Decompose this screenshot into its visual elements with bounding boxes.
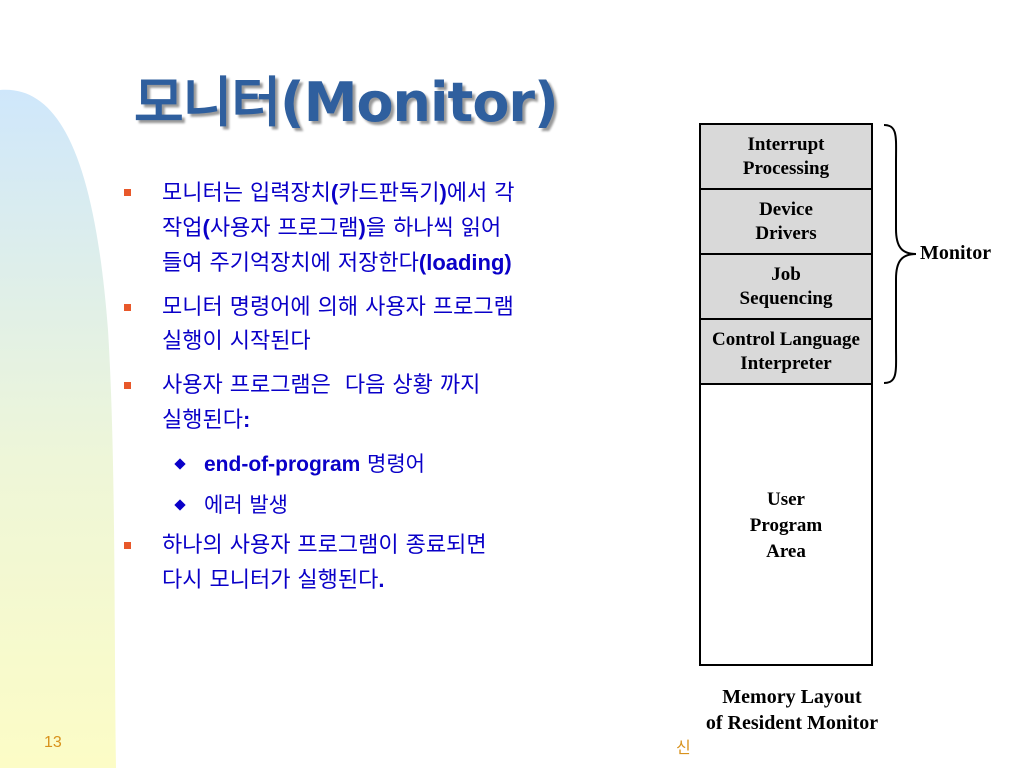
square-bullet-icon <box>124 382 131 389</box>
square-bullet-icon <box>124 542 131 549</box>
diamond-bullet-icon <box>174 458 186 470</box>
bullet-item: 사용자 프로그램은 다음 상황 까지 실행된다: <box>120 369 660 438</box>
background-wave-shape <box>0 89 116 768</box>
sub-bullet-text: 에러 발생 <box>204 493 288 517</box>
sub-bullet-item: 에러 발생 <box>120 489 660 521</box>
bullet-list: 모니터는 입력장치(카드판독기)에서 각 작업(사용자 프로그램)을 하나씩 읽… <box>120 176 660 608</box>
bullet-text: 모니터는 입력장치(카드판독기)에서 각 작업(사용자 프로그램)을 하나씩 읽… <box>162 180 515 276</box>
curly-brace-icon <box>883 124 917 384</box>
page-title: 모니터(Monitor) <box>134 71 559 134</box>
bullet-item: 하나의 사용자 프로그램이 종료되면 다시 모니터가 실행된다. <box>120 529 660 598</box>
sub-bullet-text: end-of-program 명령어 <box>204 452 425 476</box>
page-number: 13 <box>44 734 62 751</box>
bullet-text: 하나의 사용자 프로그램이 종료되면 다시 모니터가 실행된다. <box>162 533 487 593</box>
bullet-text: 사용자 프로그램은 다음 상황 까지 실행된다: <box>162 373 481 433</box>
diamond-bullet-icon <box>174 499 186 511</box>
bullet-text: 모니터 명령어에 의해 사용자 프로그램 실행이 시작된다 <box>162 295 514 354</box>
monitor-brace-label: Monitor <box>920 242 992 264</box>
square-bullet-icon <box>124 189 131 196</box>
diagram-caption: Memory Layout of Resident Monitor <box>705 686 879 734</box>
square-bullet-icon <box>124 304 131 311</box>
sub-bullet-item: end-of-program 명령어 <box>120 448 660 481</box>
bullet-item: 모니터 명령어에 의해 사용자 프로그램 실행이 시작된다 <box>120 291 660 359</box>
bullet-item: 모니터는 입력장치(카드판독기)에서 각 작업(사용자 프로그램)을 하나씩 읽… <box>120 176 660 281</box>
footer-text: 신 <box>676 738 691 757</box>
